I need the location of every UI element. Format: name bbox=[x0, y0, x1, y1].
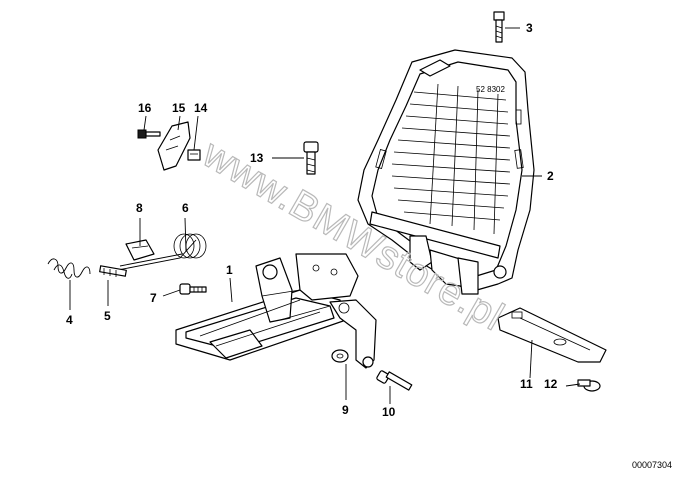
callout-6: 6 bbox=[182, 201, 189, 215]
backrest-mesh bbox=[391, 83, 511, 235]
callout-11: 11 bbox=[520, 377, 533, 391]
bolt-part-10 bbox=[376, 370, 413, 391]
callout-labels: 1 2 3 4 5 6 7 8 9 10 11 12 13 14 15 16 bbox=[66, 21, 558, 419]
callout-13: 13 bbox=[250, 151, 264, 165]
callout-2: 2 bbox=[547, 169, 554, 183]
callout-3: 3 bbox=[526, 21, 533, 35]
clip-part-8 bbox=[125, 239, 155, 261]
inline-label: 52 8302 bbox=[476, 85, 505, 94]
trim-panel-part-11 bbox=[497, 307, 607, 363]
leader-lines bbox=[69, 27, 581, 404]
bolt-part-3 bbox=[493, 11, 505, 43]
bolt-part-13 bbox=[303, 141, 319, 175]
callout-15: 15 bbox=[172, 101, 186, 115]
pin-part-5 bbox=[99, 265, 127, 277]
callout-4: 4 bbox=[66, 313, 73, 327]
document-number: 00007304 bbox=[632, 460, 672, 470]
callout-5: 5 bbox=[104, 309, 111, 323]
screw-part-12 bbox=[577, 379, 601, 392]
callout-9: 9 bbox=[342, 403, 349, 417]
sleeve-part-9 bbox=[331, 349, 349, 363]
coil-spring-part-4 bbox=[47, 258, 91, 279]
backrest-frame bbox=[357, 49, 535, 295]
callout-12: 12 bbox=[544, 377, 558, 391]
callout-7: 7 bbox=[150, 291, 157, 305]
callout-10: 10 bbox=[382, 405, 396, 419]
screw-part-16 bbox=[137, 129, 161, 139]
clip-part-14 bbox=[187, 149, 201, 161]
bracket-cover-part-15 bbox=[157, 121, 191, 171]
callout-16: 16 bbox=[138, 101, 152, 115]
callout-14: 14 bbox=[194, 101, 208, 115]
callout-1: 1 bbox=[226, 263, 233, 277]
bolt-part-7 bbox=[179, 283, 207, 295]
callout-8: 8 bbox=[136, 201, 143, 215]
seat-base-frame bbox=[175, 253, 377, 369]
